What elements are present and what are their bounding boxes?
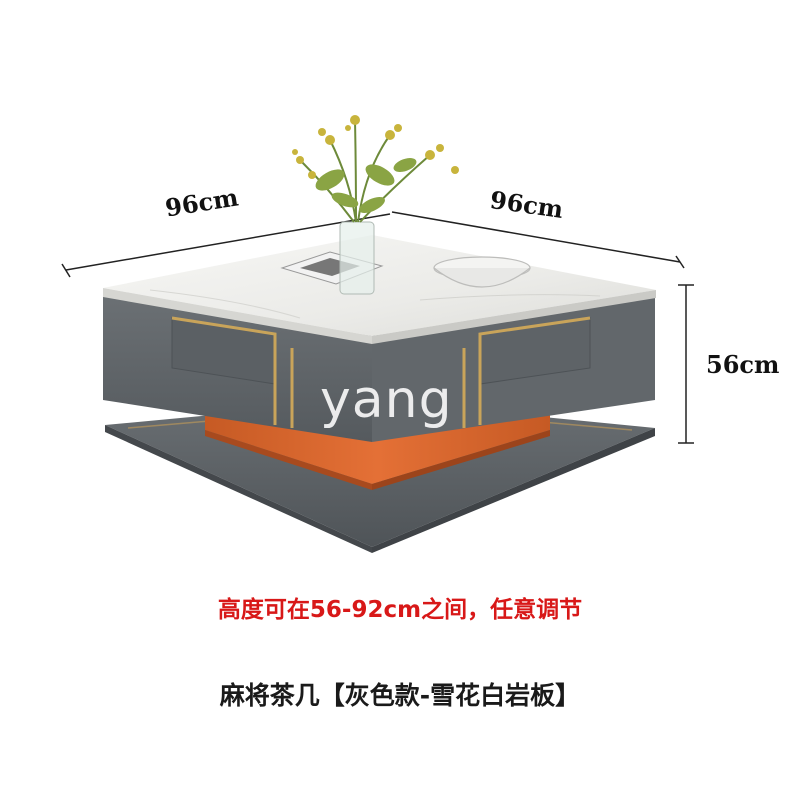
height-adjustment-note: 高度可在56-92cm之间，任意调节: [217, 597, 583, 623]
watermark: yang: [320, 370, 453, 430]
flower-vase: [292, 115, 459, 295]
gold-trim: [171, 316, 591, 428]
height-dimension: 56cm: [706, 350, 780, 379]
bowl: [433, 256, 531, 288]
product-name: 麻将茶几【灰色款-雪花白岩板】: [219, 681, 581, 710]
marble-top: [103, 235, 656, 344]
dimension-lines: [61, 211, 694, 444]
